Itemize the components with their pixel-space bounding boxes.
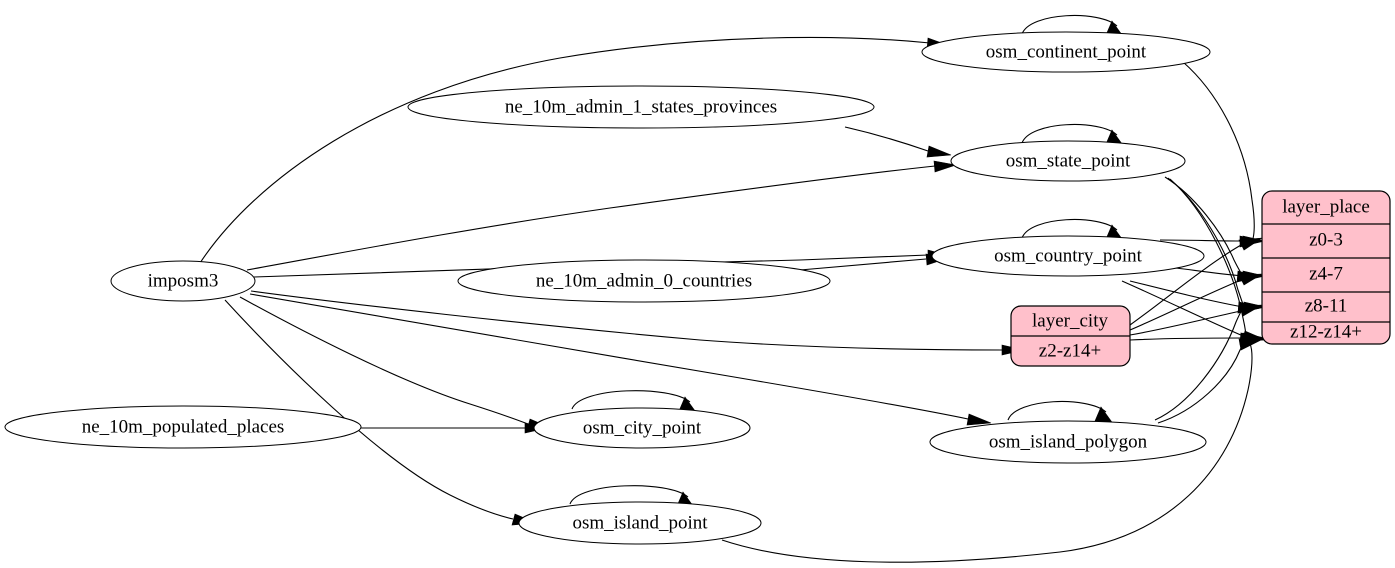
arrowhead-osm-island-polygon-to-z8-11 <box>1237 301 1261 314</box>
arrowhead-imposm3-to-osm-island-polygon <box>966 413 992 426</box>
edge-selfloop-osm-continent-point <box>1021 14 1118 35</box>
record-layer-place-row-3[interactable]: z12-z14+ <box>1290 321 1362 342</box>
node-layer: imposm3 ne_10m_admin_1_states_provinces … <box>4 31 1391 545</box>
node-osm-continent-point-label: osm_continent_point <box>986 41 1147 62</box>
node-osm-state-point-label: osm_state_point <box>1006 150 1131 171</box>
edge-imposm3-to-osm-island-point <box>224 299 514 520</box>
edge-imposm3-to-osm-city-point <box>239 296 529 425</box>
edge-selfloop-osm-country-point <box>1021 218 1118 239</box>
edge-osm-continent-point-to-layer-place-z0-3 <box>1182 61 1255 243</box>
record-layer-place-row-0[interactable]: z0-3 <box>1309 229 1343 250</box>
node-osm-island-point-shape[interactable] <box>518 501 762 545</box>
edge-selfloop-osm-city-point <box>571 390 691 410</box>
arrowhead-imposm3-to-osm-state-point <box>933 160 957 173</box>
node-ne-10m-populated-places[interactable]: ne_10m_populated_places <box>4 405 362 449</box>
edge-osm-country-point-to-layer-place-z0-3 <box>1159 239 1244 242</box>
node-ne-states-shape[interactable] <box>407 85 875 129</box>
edge-osm-state-point-to-layer-place-z8-11 <box>1167 177 1246 309</box>
node-osm-city-point[interactable]: osm_city_point <box>533 407 751 449</box>
edge-selfloop-osm-state-point <box>1021 123 1118 144</box>
record-layer-place-row-2[interactable]: z8-11 <box>1305 295 1348 316</box>
node-ne-states-label: ne_10m_admin_1_states_provinces <box>505 96 777 117</box>
node-osm-island-point[interactable]: osm_island_point <box>518 501 762 545</box>
record-layer-city-title: layer_city <box>1032 310 1108 331</box>
edge-osm-island-polygon-to-layer-place-z8-11 <box>1154 306 1245 421</box>
edge-layer-city-to-layer-place-z12 <box>1129 337 1244 341</box>
node-ne-10m-admin-1-states-provinces[interactable]: ne_10m_admin_1_states_provinces <box>407 85 875 129</box>
node-imposm3-shape[interactable] <box>110 260 256 302</box>
edge-layer-city-to-layer-place-z0-3 <box>1129 244 1242 326</box>
edge-layer-city-to-layer-place-z8-11 <box>1129 310 1242 336</box>
record-layer-place[interactable]: layer_place z0-3 z4-7 z8-11 z12-z14+ <box>1261 190 1391 345</box>
edge-ne-countries-to-osm-country-point <box>799 258 927 271</box>
edge-ne-states-to-osm-state-point <box>844 126 929 152</box>
node-osm-island-polygon-shape[interactable] <box>929 420 1207 464</box>
arrowhead-layer-city-to-z4-7 <box>1238 273 1263 286</box>
node-osm-country-point[interactable]: osm_country_point <box>931 235 1205 277</box>
record-layer-city-row-0[interactable]: z2-z14+ <box>1039 340 1101 361</box>
arrowhead-osm-island-point-to-z12 <box>1238 338 1263 351</box>
edge-osm-island-point-to-layer-place-z12 <box>721 343 1253 563</box>
edge-imposm3-to-osm-island-polygon <box>249 293 969 420</box>
node-ne-populated-label: ne_10m_populated_places <box>82 416 285 437</box>
edge-layer-city-to-layer-place-z4-7 <box>1129 279 1242 331</box>
node-osm-island-polygon-label: osm_island_polygon <box>989 431 1148 452</box>
node-osm-city-point-shape[interactable] <box>533 407 751 449</box>
record-layer-place-title: layer_place <box>1282 196 1370 217</box>
edge-osm-country-point-to-layer-place-z4-7 <box>1175 267 1244 277</box>
edge-selfloop-osm-island-point <box>569 485 689 505</box>
node-osm-continent-point[interactable]: osm_continent_point <box>921 31 1211 73</box>
edge-selfloop-osm-island-polygon <box>1007 400 1107 421</box>
arrowhead-ne-states-to-osm-state-point <box>926 145 952 158</box>
edge-imposm3-to-layer-city <box>250 290 1003 351</box>
node-ne-countries-label: ne_10m_admin_0_countries <box>536 270 752 291</box>
edge-imposm3-to-osm-continent-point <box>199 36 931 264</box>
node-ne-10m-admin-0-countries[interactable]: ne_10m_admin_0_countries <box>457 259 831 303</box>
node-ne-countries-shape[interactable] <box>457 259 831 303</box>
edge-osm-country-point-to-layer-place-z8-11 <box>1129 280 1244 308</box>
node-osm-country-point-label: osm_country_point <box>994 245 1142 266</box>
node-osm-city-point-label: osm_city_point <box>583 417 702 438</box>
node-osm-island-point-label: osm_island_point <box>572 512 708 533</box>
arrowhead-layer-city-to-z0-3 <box>1238 237 1263 251</box>
node-osm-state-point-shape[interactable] <box>950 140 1186 182</box>
node-imposm3-label: imposm3 <box>148 270 219 291</box>
record-layer-city[interactable]: layer_city z2-z14+ <box>1010 305 1131 367</box>
node-osm-island-polygon[interactable]: osm_island_polygon <box>929 420 1207 464</box>
node-osm-country-point-shape[interactable] <box>931 235 1205 277</box>
record-layer-place-row-1[interactable]: z4-7 <box>1309 263 1343 284</box>
node-osm-state-point[interactable]: osm_state_point <box>950 140 1186 182</box>
node-ne-populated-shape[interactable] <box>4 405 362 449</box>
node-imposm3[interactable]: imposm3 <box>110 260 256 302</box>
edge-osm-country-point-to-layer-place-z12 <box>1121 280 1244 337</box>
record-layer-place-box[interactable] <box>1261 190 1391 345</box>
edge-imposm3-to-osm-state-point <box>246 165 936 271</box>
node-osm-continent-point-shape[interactable] <box>921 31 1211 73</box>
